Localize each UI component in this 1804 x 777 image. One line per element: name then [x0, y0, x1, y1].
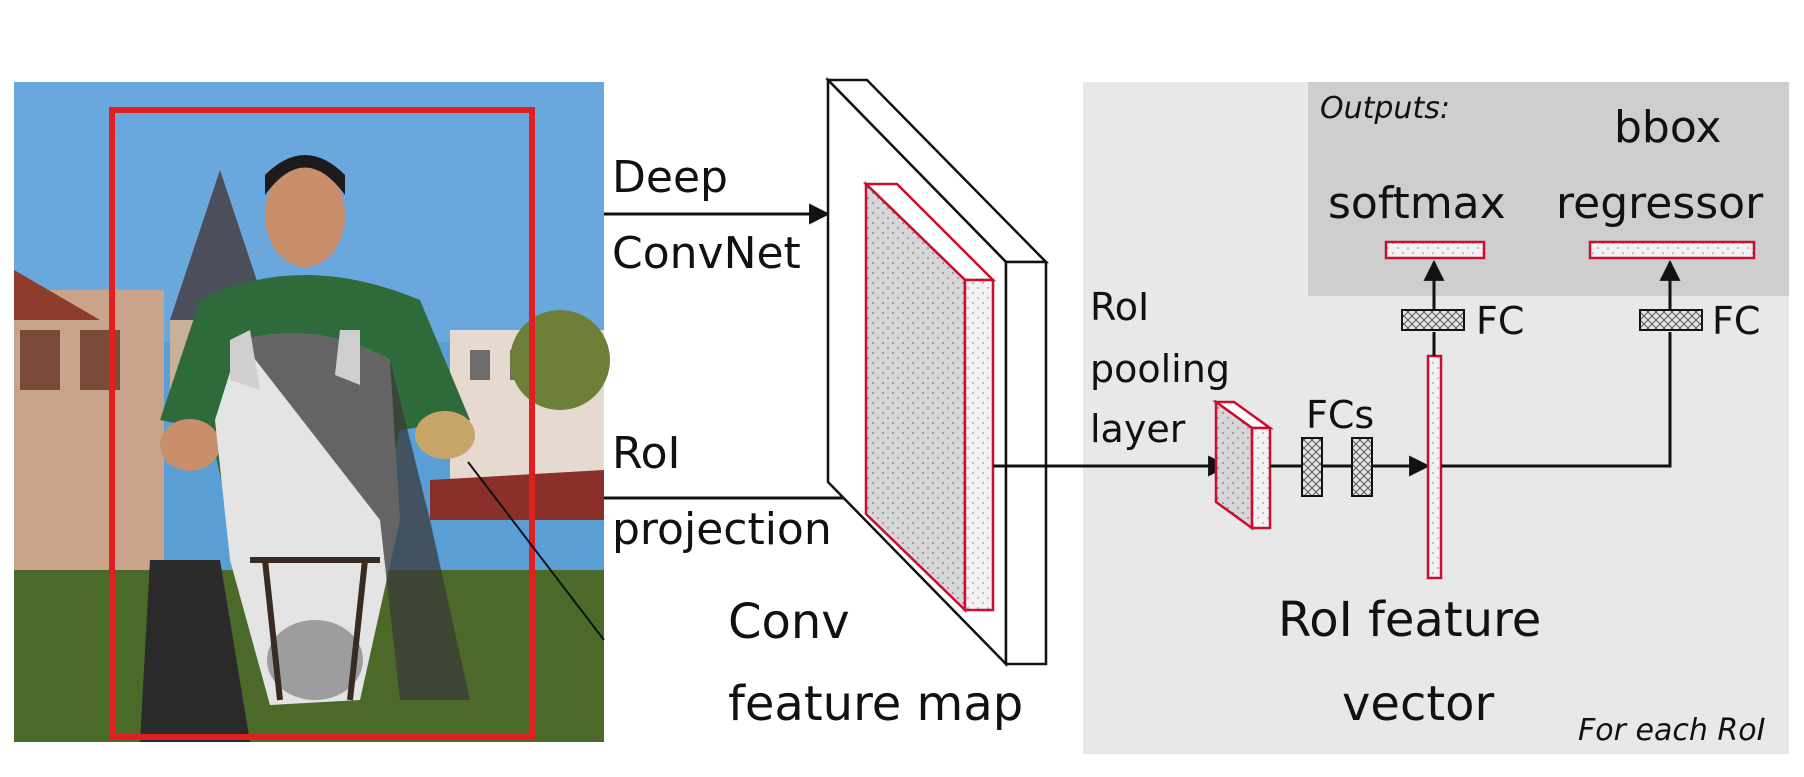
softmax-output [1384, 240, 1486, 260]
regressor-label: regressor [1556, 178, 1764, 229]
pooling-label: pooling [1090, 347, 1230, 391]
fc-left [1401, 309, 1465, 331]
roi-feature-vector [1426, 354, 1443, 580]
roi-projection-region [862, 181, 997, 613]
fc-left-label: FC [1476, 299, 1525, 343]
outputs-panel [1308, 82, 1789, 296]
outputs-label: Outputs: [1320, 91, 1450, 126]
projection-label: projection [612, 504, 832, 555]
vector-label: vector [1342, 676, 1495, 732]
fc-right-label: FC [1712, 299, 1761, 343]
deep-label: Deep [612, 152, 728, 203]
roi-label: RoI [612, 428, 681, 479]
fc-layer-2 [1351, 437, 1373, 497]
rider-on-horse-photo-icon [14, 82, 610, 742]
vector-to-fc-right-line [1441, 332, 1672, 468]
bbox-output [1588, 240, 1756, 260]
softmax-label: softmax [1328, 178, 1506, 229]
projection-guide-line [467, 461, 605, 641]
per-roi-label: For each RoI [1578, 713, 1766, 748]
roi-bounding-box [109, 107, 535, 740]
fcs-label: FCs [1306, 393, 1375, 437]
pooling-roi-label: RoI [1090, 285, 1150, 329]
roi-feature-label: RoI feature [1278, 592, 1542, 648]
fc-right [1639, 309, 1703, 331]
roi-pooling-block [1212, 399, 1274, 531]
layer-label: layer [1090, 407, 1186, 451]
fc-layer-1 [1301, 437, 1323, 497]
convnet-label: ConvNet [612, 228, 801, 279]
conv-label: Conv [728, 594, 850, 650]
bbox-label: bbox [1614, 102, 1722, 153]
feature-map-label: feature map [728, 676, 1024, 732]
